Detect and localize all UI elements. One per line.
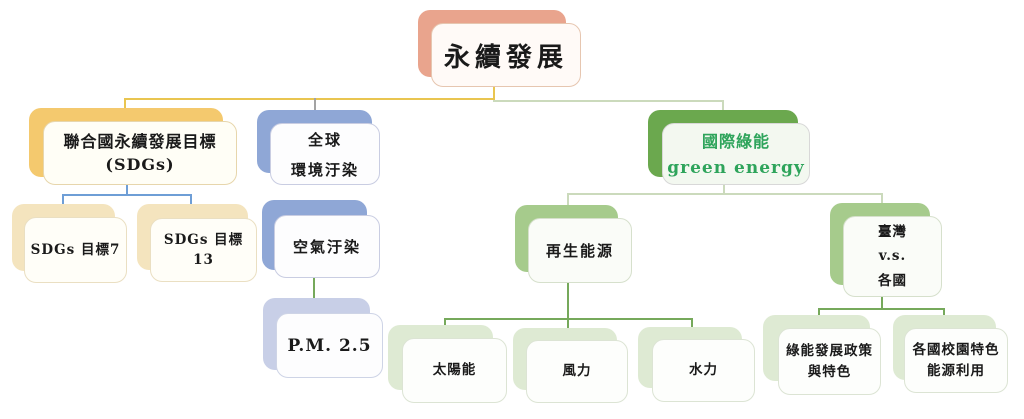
node-label: 空氣汙染	[292, 238, 361, 256]
node-sdg-goal-13: SDGs 目標 13	[150, 218, 257, 282]
node-label: 全球	[307, 130, 342, 149]
connector-un-bar	[62, 194, 192, 196]
node-label: 環境汙染	[290, 160, 359, 179]
node-label: 臺灣	[878, 224, 907, 241]
node-label: green energy	[667, 157, 805, 178]
node-label: 水力	[689, 362, 718, 379]
node-label: 13	[193, 252, 214, 268]
connector-air-pm25	[313, 276, 315, 301]
connector-drop-renewable	[567, 193, 569, 208]
connector-root-stem	[493, 86, 495, 100]
node-campus-energy-use: 各國校園特色 能源利用	[904, 328, 1008, 393]
node-pm25: P.M. 2.5	[276, 313, 383, 378]
node-un-sdgs: 聯合國永續發展目標 (SDGs)	[43, 121, 237, 185]
node-wind-power: 風力	[526, 340, 628, 403]
connector-intl-bar	[567, 193, 883, 195]
node-hydro-power: 水力	[652, 339, 755, 402]
connector-drop-policy	[818, 308, 820, 317]
node-label: SDGs 目標7	[30, 241, 121, 258]
node-label: 能源利用	[927, 362, 985, 379]
node-label: v.s.	[878, 248, 907, 265]
node-green-policy-features: 綠能發展政策 與特色	[778, 328, 881, 395]
connector-un-stem	[126, 185, 128, 195]
connector-drop-un	[124, 98, 126, 111]
connector-drop-intl	[722, 100, 724, 112]
node-label: (SDGs)	[105, 155, 175, 174]
node-taiwan-vs-countries: 臺灣 v.s. 各國	[843, 216, 942, 297]
node-sustainable-development: 永續發展	[431, 23, 581, 87]
node-label: 各國校園特色	[912, 342, 1000, 359]
connector-drop-taiwan	[881, 193, 883, 206]
node-renewable-energy: 再生能源	[528, 218, 632, 283]
connector-root-right	[493, 100, 724, 102]
node-label: 太陽能	[432, 362, 477, 379]
connector-root-left	[124, 98, 495, 100]
connector-drop-solar	[444, 318, 446, 328]
node-label: 各國	[878, 272, 907, 289]
connector-intl-stem	[723, 185, 725, 194]
connector-drop-hydro	[691, 318, 693, 329]
connector-renewable-bar	[444, 318, 693, 320]
node-sdg-goal-7: SDGs 目標7	[24, 217, 127, 283]
node-label: 永續發展	[443, 42, 568, 73]
node-label: SDGs 目標	[163, 231, 244, 248]
connector-taiwan-stem	[881, 297, 883, 310]
connector-drop-sdg13	[190, 194, 192, 207]
connector-drop-sdg7	[62, 194, 64, 207]
node-solar-energy: 太陽能	[402, 338, 507, 403]
connector-drop-global	[314, 98, 316, 112]
node-label: 綠能發展政策	[786, 343, 873, 360]
node-label: 聯合國永續發展目標	[63, 131, 217, 151]
connector-taiwan-bar	[818, 308, 945, 310]
node-international-green-energy: 國際綠能 green energy	[662, 123, 810, 185]
node-label: 再生能源	[545, 242, 614, 260]
connector-drop-campus	[943, 308, 945, 317]
node-label: 與特色	[807, 363, 852, 380]
node-global-pollution: 全球 環境汙染	[270, 123, 380, 185]
node-label: 國際綠能	[701, 132, 770, 152]
node-air-pollution: 空氣汙染	[274, 215, 380, 278]
connector-renewable-stem	[567, 283, 569, 340]
node-label: P.M. 2.5	[287, 335, 372, 356]
node-label: 風力	[562, 363, 592, 380]
